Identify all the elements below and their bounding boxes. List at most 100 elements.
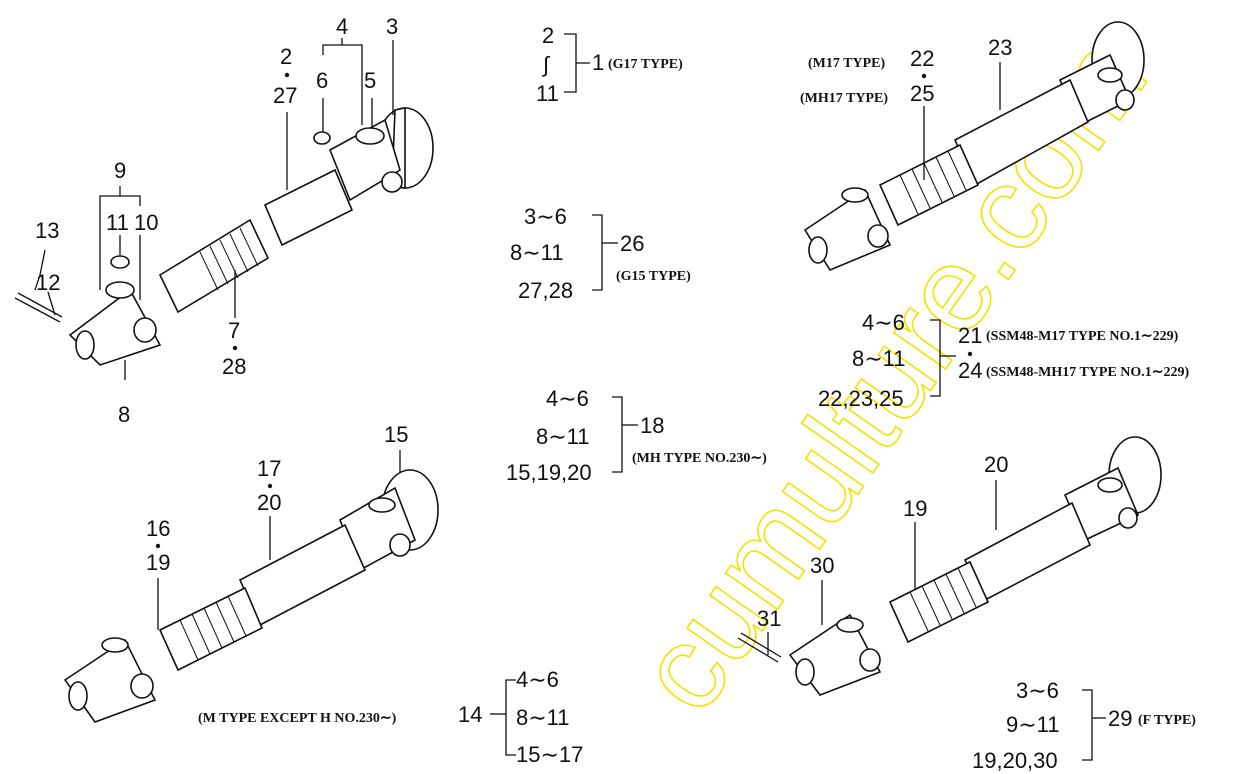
assembly-1: 1 [592, 50, 604, 75]
callouts-top-left: 2 27 4 3 6 5 9 11 10 13 12 7 28 8 [35, 14, 398, 427]
label-m17-type: (M17 TYPE) [808, 56, 885, 71]
group-ssm48: 4∼6 8∼11 22,23,25 21 24 (SSM48-M17 TYPE … [818, 310, 1190, 411]
spline-grooves-bl [179, 595, 247, 661]
bearing-cap-bl-side [389, 533, 411, 557]
assembly-21: 21 [958, 323, 982, 348]
ref-11: 11 [536, 81, 559, 106]
callout-4: 4 [336, 14, 348, 39]
note-g15-type: (G15 TYPE) [616, 269, 691, 284]
callout-6: 6 [316, 68, 328, 93]
callouts-bottom-right: 20 19 30 31 [757, 452, 1008, 631]
leaders-bottom-left [155, 450, 401, 630]
shaft-bottom-right [737, 436, 1162, 696]
ref-4-6: 4∼6 [862, 310, 905, 335]
callouts-top-right: (M17 TYPE) 22 (MH17 TYPE) 25 23 [800, 35, 1012, 106]
ref-range: ∫ [541, 52, 551, 77]
bearing-cap-lower [105, 281, 135, 299]
callout-20: 20 [257, 490, 281, 515]
bearing-cap-br-side [1118, 507, 1138, 529]
assembly-14: 14 [458, 702, 482, 727]
callout-2: 2 [280, 44, 292, 69]
bracket [592, 214, 603, 291]
assembly-24: 24 [958, 358, 982, 383]
ref-22-23-25: 22,23,25 [818, 386, 904, 411]
bracket [505, 679, 516, 756]
callout-23: 23 [988, 35, 1012, 60]
yoke-lower-bl [63, 638, 157, 723]
note-g17-type: (G17 TYPE) [608, 57, 683, 72]
bearing-cap-lower-tr-side [867, 224, 889, 248]
shaft-bottom-left [63, 469, 439, 723]
ref-2: 2 [542, 23, 554, 48]
ref-19-20-30: 19,20,30 [972, 748, 1058, 773]
callout-28: 28 [222, 354, 246, 379]
spline-shaft-tr [878, 143, 980, 227]
yoke-bore-bl [68, 681, 88, 711]
bracket [930, 319, 941, 397]
outer-tube [263, 168, 354, 247]
callout-13: 13 [35, 218, 59, 243]
yoke-bore-tr [808, 236, 828, 264]
callout-3: 3 [386, 14, 398, 39]
ref-8-11: 8∼11 [516, 705, 570, 730]
assembly-26: 26 [620, 231, 644, 256]
ref-15-19-20: 15,19,20 [506, 460, 592, 485]
group-m-type: 4∼6 8∼11 15∼17 14 (M TYPE EXCEPT H NO.23… [198, 667, 583, 767]
pin-12 [14, 297, 61, 323]
group-g17-type: 2 ∫ 11 1 (G17 TYPE) [536, 23, 683, 106]
group-f-type: 3∼6 9∼11 19,20,30 29 (F TYPE) [972, 678, 1196, 773]
callout-19-br: 19 [903, 496, 927, 521]
note-m-type: (M TYPE EXCEPT H NO.230∼) [198, 711, 397, 726]
bearing-cap [355, 127, 385, 145]
callout-22: 22 [910, 46, 934, 71]
label-mh17-type: (MH17 TYPE) [800, 91, 888, 106]
outer-tube-bl [238, 523, 367, 627]
spline-grooves-tr [899, 150, 967, 215]
ref-3-6: 3∼6 [524, 204, 567, 229]
callout-17: 17 [257, 456, 281, 481]
assembly-18: 18 [640, 413, 664, 438]
callout-27: 27 [273, 83, 297, 108]
ref-8-11: 8∼11 [536, 424, 590, 449]
bearing-cap-tr-side [1115, 89, 1135, 111]
ref-4-6: 4∼6 [546, 386, 589, 411]
ref-4-6: 4∼6 [516, 667, 559, 692]
spline-grooves-br [909, 567, 977, 632]
callout-25: 25 [910, 81, 934, 106]
callout-8: 8 [118, 402, 130, 427]
bearing-cap-lower-side [133, 317, 157, 343]
note-ssm48-m17: (SSM48-M17 TYPE NO.1∼229) [986, 329, 1179, 344]
bearing-cap-lower-br [836, 617, 864, 633]
ref-15-17: 15∼17 [516, 742, 583, 767]
callout-10: 10 [134, 210, 158, 235]
callout-12: 12 [36, 270, 60, 295]
bearing-cap-bl [368, 497, 396, 513]
bearing-cap-lower-bl-side [130, 673, 154, 699]
callouts-bottom-left: 15 17 20 16 19 [146, 422, 408, 575]
yoke-bore-br [795, 658, 815, 686]
group-mh-type: 4∼6 8∼11 15,19,20 18 (MH TYPE NO.230∼) [506, 386, 767, 485]
note-f-type: (F TYPE) [1138, 713, 1196, 728]
yoke-bore [75, 330, 95, 360]
snap-ring-6 [313, 131, 331, 145]
bearing-cap-lower-bl [101, 637, 129, 653]
callout-31: 31 [757, 606, 781, 631]
bracket [1082, 689, 1093, 761]
note-ssm48-mh17: (SSM48-MH17 TYPE NO.1∼229) [986, 365, 1190, 380]
callout-30: 30 [810, 553, 834, 578]
note-mh-type: (MH TYPE NO.230∼) [632, 451, 767, 466]
spline-shaft-br [888, 560, 990, 644]
spline-shaft-bl [158, 586, 264, 672]
bracket [564, 33, 577, 93]
callout-15: 15 [384, 422, 408, 447]
shaft-top-right [803, 21, 1145, 271]
leaders-top-left [34, 38, 394, 380]
ref-3-6: 3∼6 [1016, 678, 1059, 703]
callout-7: 7 [228, 318, 240, 343]
callout-20-br: 20 [984, 452, 1008, 477]
leaders-bottom-right [767, 480, 997, 655]
bearing-cap-lower-br-side [859, 648, 881, 672]
group-g15-type: 3∼6 8∼11 27,28 26 (G15 TYPE) [510, 204, 691, 303]
leaders-top-right [921, 62, 1001, 180]
bracket [612, 396, 623, 473]
